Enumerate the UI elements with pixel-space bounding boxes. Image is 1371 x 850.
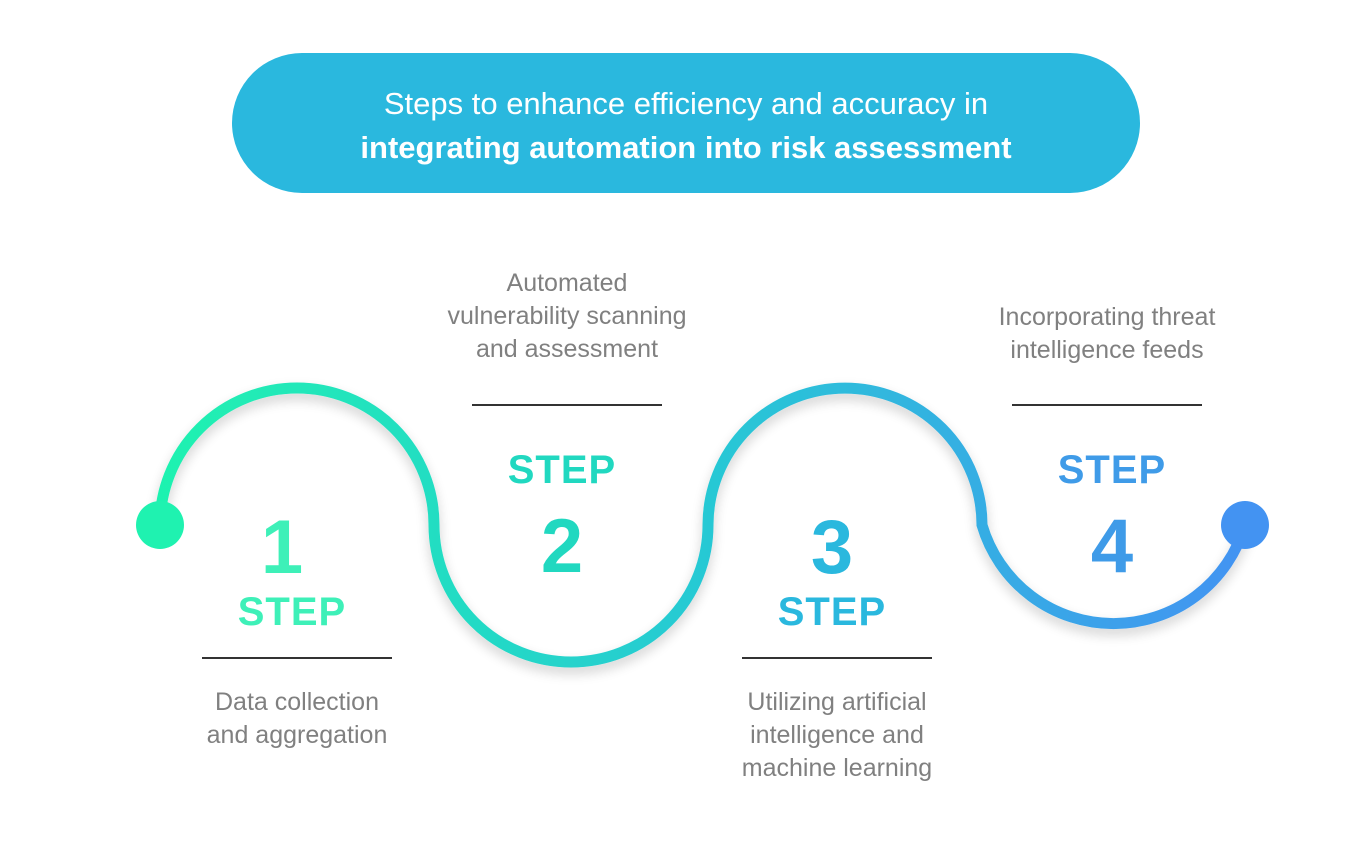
step-2-number: 2	[540, 504, 584, 589]
step-4-description: Incorporating threat intelligence feeds	[998, 303, 1216, 364]
step-1-description: Data collection and aggregation	[206, 688, 388, 749]
step-4-number: 4	[1090, 504, 1134, 589]
step-2-label: STEP	[507, 448, 617, 492]
step-4-divider	[1012, 404, 1202, 406]
title-line-1: Steps to enhance efficiency and accuracy…	[383, 86, 989, 121]
step-2-divider	[472, 404, 662, 406]
step-3-divider	[742, 657, 932, 659]
step-2-description: Automated vulnerability scanning and ass…	[447, 269, 687, 363]
step-3-number: 3	[810, 505, 854, 590]
step-3-label: STEP	[777, 590, 887, 634]
title-line-2: integrating automation into risk assessm…	[360, 130, 1012, 165]
wave-end-dot	[1221, 501, 1269, 549]
step-1-number: 1	[260, 505, 304, 590]
step-1-divider	[202, 657, 392, 659]
step-3-description: Utilizing artificial intelligence and ma…	[741, 688, 933, 782]
wave-line	[154, 382, 1251, 668]
wave-start-dot	[136, 501, 184, 549]
step-1-label: STEP	[237, 590, 347, 634]
title-banner: Steps to enhance efficiency and accuracy…	[232, 53, 1140, 193]
step-4-label: STEP	[1057, 448, 1167, 492]
